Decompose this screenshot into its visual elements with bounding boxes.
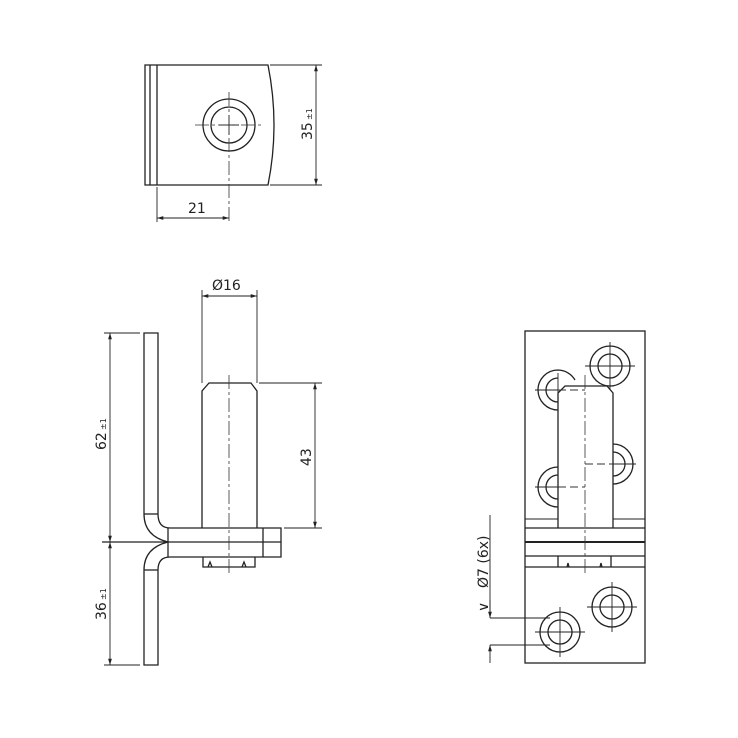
front-view: ∨ Ø7 (6x) [476, 330, 646, 664]
lower-dim: 36 [94, 602, 110, 620]
hole-icon [535, 607, 585, 657]
top-view: 35 ±1 21 [144, 64, 322, 222]
height-tol: ±1 [305, 108, 314, 120]
offset-dim: 21 [188, 201, 206, 217]
pin-diameter: Ø16 [212, 278, 241, 294]
upper-tol: ±1 [99, 418, 108, 430]
hole-icon [587, 582, 637, 632]
hole-icon [535, 466, 585, 508]
lower-tol: ±1 [99, 588, 108, 600]
hole-note: Ø7 (6x) [476, 536, 492, 589]
side-view: Ø16 43 62 ±1 36 ±1 [94, 278, 322, 666]
countersink-symbol: ∨ [476, 602, 492, 612]
height-dim: 35 [300, 122, 316, 140]
upper-dim: 62 [94, 432, 110, 450]
hole-icon [585, 342, 635, 390]
hole-icon [585, 443, 636, 485]
hole-icon [535, 369, 585, 411]
pin-length: 43 [299, 448, 315, 466]
